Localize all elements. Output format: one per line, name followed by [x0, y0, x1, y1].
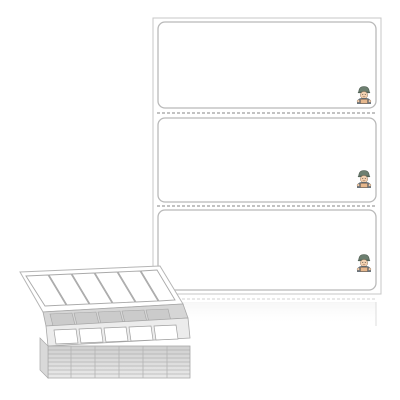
label-3: [157, 209, 377, 291]
label-1: [157, 21, 377, 109]
fanfold-top-sheet: [19, 265, 184, 313]
label-sheet-reflection: [157, 298, 377, 328]
fanfold-stack-block: [39, 317, 191, 379]
fanfold-fold-sheet: [42, 303, 189, 327]
fanfold-label-stack: [19, 265, 191, 379]
label-2: [157, 117, 377, 203]
label-sheet: [152, 17, 382, 295]
